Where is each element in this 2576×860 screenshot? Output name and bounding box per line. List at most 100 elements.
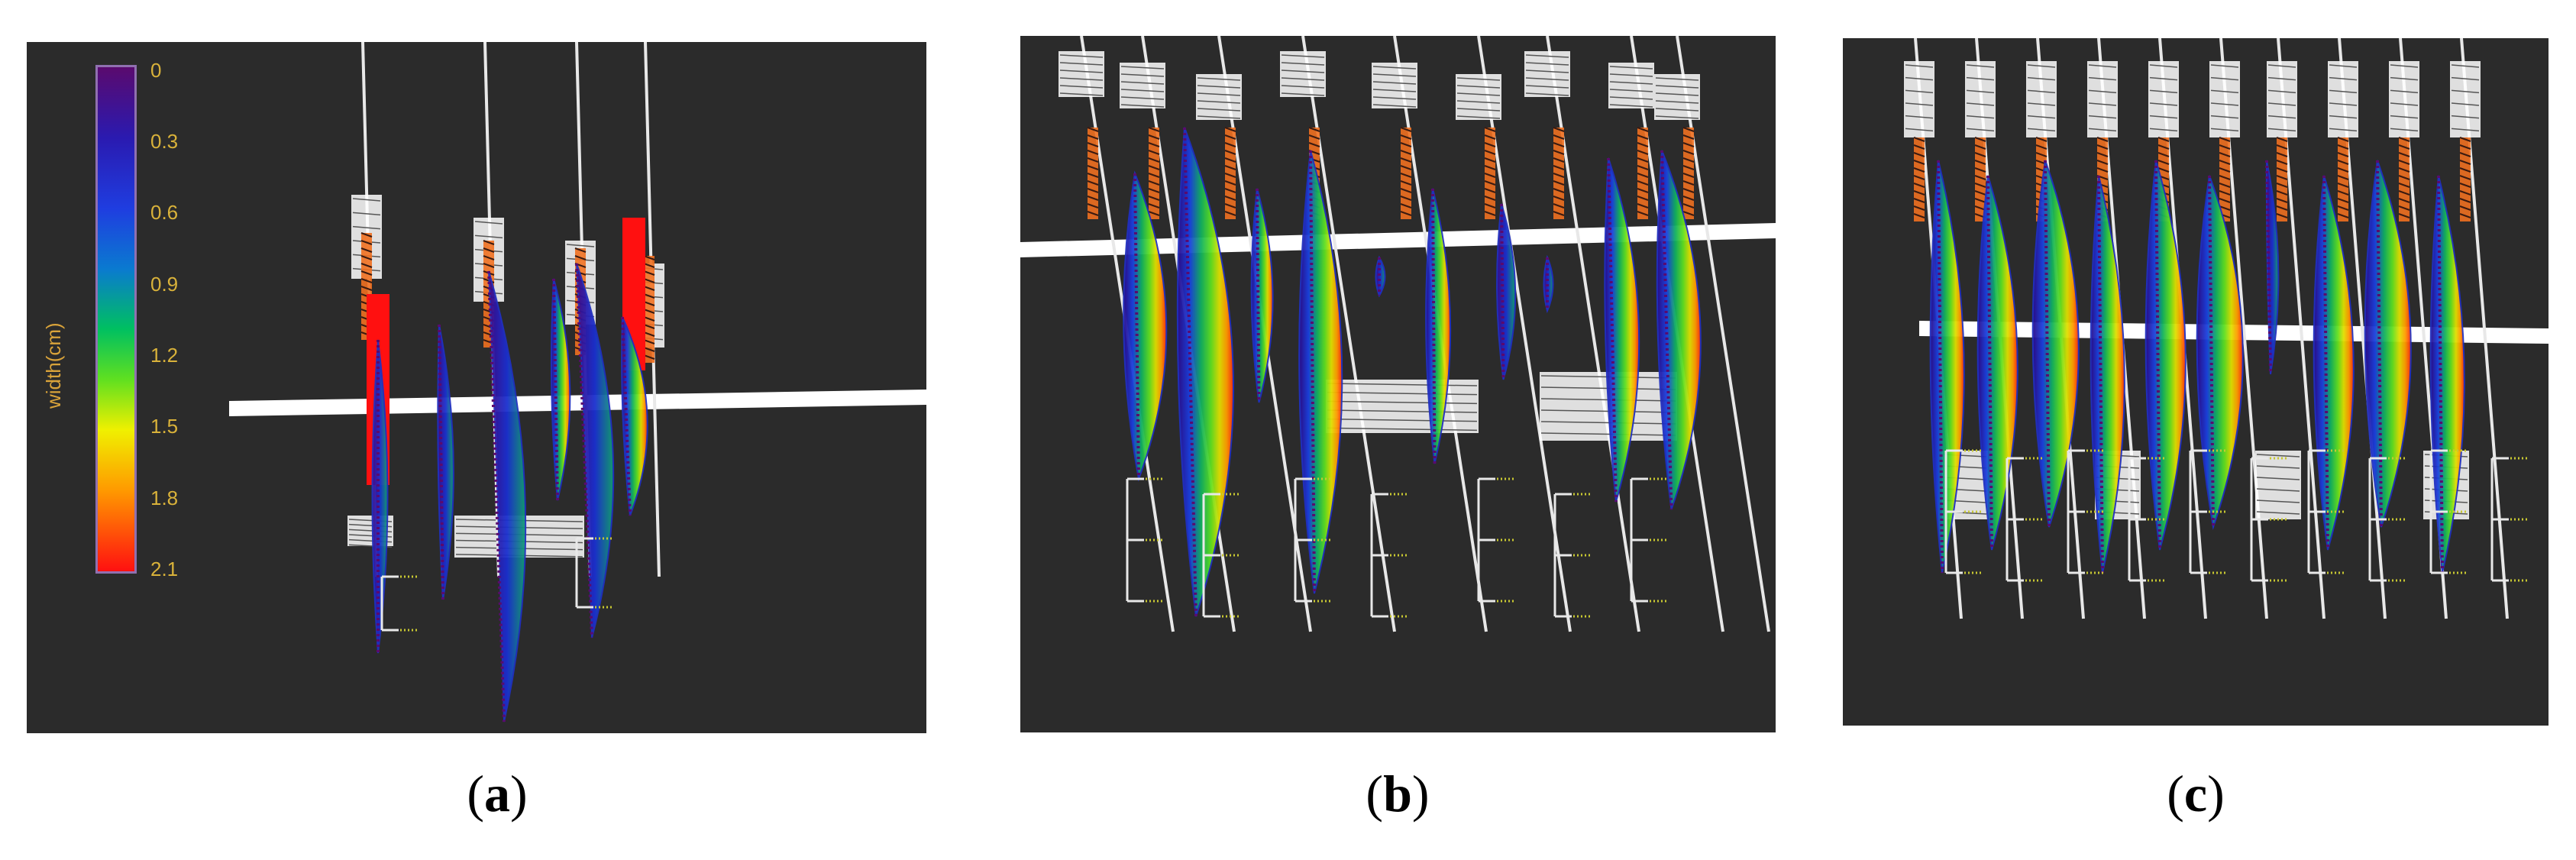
root-hatch	[1913, 160, 1925, 165]
root-hatch	[1974, 190, 1986, 196]
point-cloud-speck	[2329, 115, 2358, 119]
point-cloud-speck	[1905, 64, 1934, 68]
leaf-midrib	[2154, 160, 2161, 551]
point-cloud-speck	[2267, 64, 2296, 68]
leaf-surface	[1425, 188, 1452, 464]
root-hatch	[1308, 142, 1320, 147]
point-cloud-speck	[2329, 89, 2358, 94]
root-hatch	[2337, 137, 2349, 142]
point-cloud	[1196, 74, 1242, 120]
root-hatch	[1224, 127, 1236, 132]
point-cloud-speck	[2329, 102, 2358, 106]
point-cloud-speck	[1525, 77, 1569, 81]
point-cloud-speck	[2027, 89, 2056, 94]
root-hatch	[2219, 167, 2231, 173]
point-cloud-speck	[1197, 92, 1241, 96]
root-hatch	[1637, 157, 1649, 163]
root-hatch	[1553, 180, 1565, 186]
root-hatch	[574, 247, 587, 253]
root-column	[1683, 128, 1694, 219]
root-hatch	[2337, 160, 2349, 165]
leaf-midrib	[1660, 150, 1673, 510]
point-cloud-speck	[1059, 85, 1104, 89]
colorbar-tick: 0.6	[150, 201, 179, 224]
root-hatch	[1484, 150, 1496, 155]
leaf-midrib	[1256, 188, 1261, 403]
root-hatch	[574, 255, 587, 260]
root-column	[1553, 128, 1564, 219]
point-cloud-speck	[1456, 85, 1501, 89]
point-cloud-speck	[1525, 70, 1569, 73]
point-cloud-speck	[1372, 66, 1417, 70]
root-hatch	[1087, 196, 1099, 201]
root-hatch	[1974, 167, 1986, 173]
point-cloud-speck	[1372, 104, 1417, 108]
root-hatch	[2398, 144, 2410, 150]
root-hatch	[1400, 188, 1412, 193]
point-cloud-speck	[1120, 96, 1165, 100]
root-hatch	[2276, 137, 2288, 142]
root-hatch	[2219, 205, 2231, 211]
point-cloud-speck	[1059, 92, 1104, 96]
point-cloud-speck	[1456, 77, 1501, 81]
root-hatch	[483, 255, 495, 260]
root-column	[2277, 137, 2287, 221]
root-hatch	[1553, 150, 1565, 155]
root-hatch	[2276, 160, 2288, 165]
root-hatch	[1400, 127, 1412, 132]
point-cloud-speck	[1197, 108, 1241, 112]
point-cloud-speck	[2390, 89, 2419, 94]
root-hatch	[1637, 180, 1649, 186]
point-cloud-speck	[2149, 102, 2178, 106]
root-hatch	[643, 354, 655, 360]
root-hatch	[2276, 213, 2288, 218]
root-hatch	[1087, 173, 1099, 178]
point-cloud-speck	[2329, 76, 2358, 81]
leaf-surface	[2364, 160, 2412, 528]
root-hatch	[1553, 196, 1565, 201]
root-hatch	[1148, 180, 1160, 186]
colorbar-tick: 2.1	[150, 558, 179, 580]
point-cloud-speck	[2329, 128, 2358, 132]
caption-c: (c)	[2167, 765, 2225, 823]
root-hatch	[1913, 205, 1925, 211]
root-hatch	[643, 347, 655, 352]
root-hatch	[2398, 167, 2410, 173]
point-cloud-speck	[2088, 115, 2117, 119]
root-column	[2399, 137, 2410, 221]
ground-plane	[229, 390, 926, 416]
leaf-midrib	[575, 263, 593, 639]
point-cloud	[2148, 61, 2179, 137]
leaf-surface	[371, 339, 389, 654]
point-cloud-speck	[2256, 488, 2300, 492]
point-cloud-speck	[2210, 102, 2239, 106]
point-cloud-speck	[1655, 77, 1699, 81]
point-cloud	[1965, 61, 1996, 137]
root-hatch	[1974, 152, 1986, 157]
point-cloud-speck	[1525, 92, 1569, 96]
point-cloud-speck	[2149, 89, 2178, 94]
colorbar-tick: 0	[150, 59, 162, 82]
root-hatch	[2459, 183, 2471, 188]
leaf-midrib	[1309, 150, 1316, 594]
root-hatch	[1682, 188, 1695, 193]
point-cloud	[2026, 61, 2057, 137]
root-hatch	[1400, 165, 1412, 170]
point-cloud	[1280, 51, 1326, 97]
point-cloud	[1326, 380, 1479, 433]
root-hatch	[2157, 152, 2170, 157]
root-hatch	[1087, 142, 1099, 147]
point-cloud-speck	[1456, 115, 1501, 119]
root-hatch	[2398, 213, 2410, 218]
leaf-midrib	[1183, 127, 1198, 617]
point-cloud-speck	[1525, 62, 1569, 66]
point-cloud-speck	[2256, 477, 2300, 480]
root-hatch	[1682, 157, 1695, 163]
root-hatch	[1400, 142, 1412, 147]
root-hatch	[2035, 152, 2048, 157]
root-hatch	[2096, 167, 2109, 173]
root-hatch	[2459, 144, 2471, 150]
point-cloud-speck	[1525, 54, 1569, 58]
root-hatch	[643, 255, 655, 260]
root-hatch	[1400, 203, 1412, 209]
